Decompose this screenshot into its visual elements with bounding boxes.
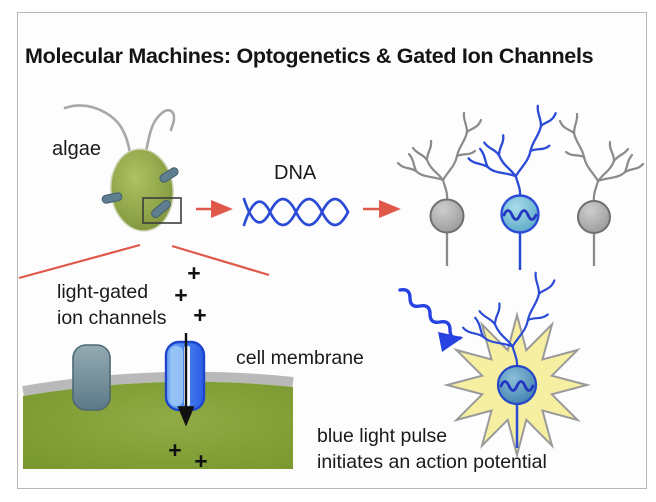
neuron-activated bbox=[462, 271, 556, 448]
plus-ion-label: + bbox=[194, 448, 207, 474]
plus-ion-label: + bbox=[187, 260, 200, 286]
algae-channel-pill bbox=[159, 167, 179, 183]
light-gated-line1: light-gated bbox=[57, 281, 149, 303]
neuron-transfected-middle bbox=[467, 104, 557, 270]
blue-light-arrow-icon bbox=[398, 287, 464, 352]
flagellum-left-icon bbox=[63, 104, 132, 155]
light-gated-channels-label: light-gated ion channels bbox=[57, 280, 167, 331]
zoom-line-left bbox=[18, 243, 141, 280]
dna-helix-icon bbox=[242, 197, 350, 227]
opsin-gene-squiggle-icon bbox=[499, 380, 535, 392]
closed-channel bbox=[72, 344, 111, 411]
algae-cell-body bbox=[110, 148, 174, 232]
cell-membrane-band bbox=[22, 371, 294, 396]
algae-figure bbox=[63, 104, 182, 232]
flagellum-right-icon bbox=[144, 108, 176, 154]
neuron-gray-right bbox=[558, 112, 645, 266]
caption-line1: blue light pulse bbox=[317, 425, 448, 447]
cell-interior bbox=[23, 381, 293, 469]
algae-label: algae bbox=[52, 138, 101, 160]
plus-ion-label: + bbox=[168, 437, 181, 463]
neuron-gray-left bbox=[396, 111, 483, 266]
dna-label: DNA bbox=[274, 162, 317, 184]
algae-channel-pill bbox=[151, 200, 171, 218]
zoom-line-right bbox=[171, 244, 270, 277]
caption-line2: initiates an action potential bbox=[317, 450, 547, 473]
cell-membrane-label: cell membrane bbox=[236, 347, 364, 369]
soma bbox=[577, 200, 611, 234]
magnified-region-box bbox=[142, 197, 182, 224]
membrane-closeup: + + + + + bbox=[22, 260, 294, 474]
plus-ion-label: + bbox=[193, 302, 206, 328]
algae-channel-pill bbox=[101, 192, 123, 204]
action-potential-caption: blue light pulse initiates an action pot… bbox=[317, 424, 547, 475]
soma bbox=[429, 198, 465, 234]
light-gated-line2: ion channels bbox=[57, 306, 167, 329]
plus-ion-label: + bbox=[174, 282, 187, 308]
opsin-gene-squiggle-icon bbox=[502, 209, 538, 221]
slide-title: Molecular Machines: Optogenetics & Gated… bbox=[25, 44, 594, 68]
